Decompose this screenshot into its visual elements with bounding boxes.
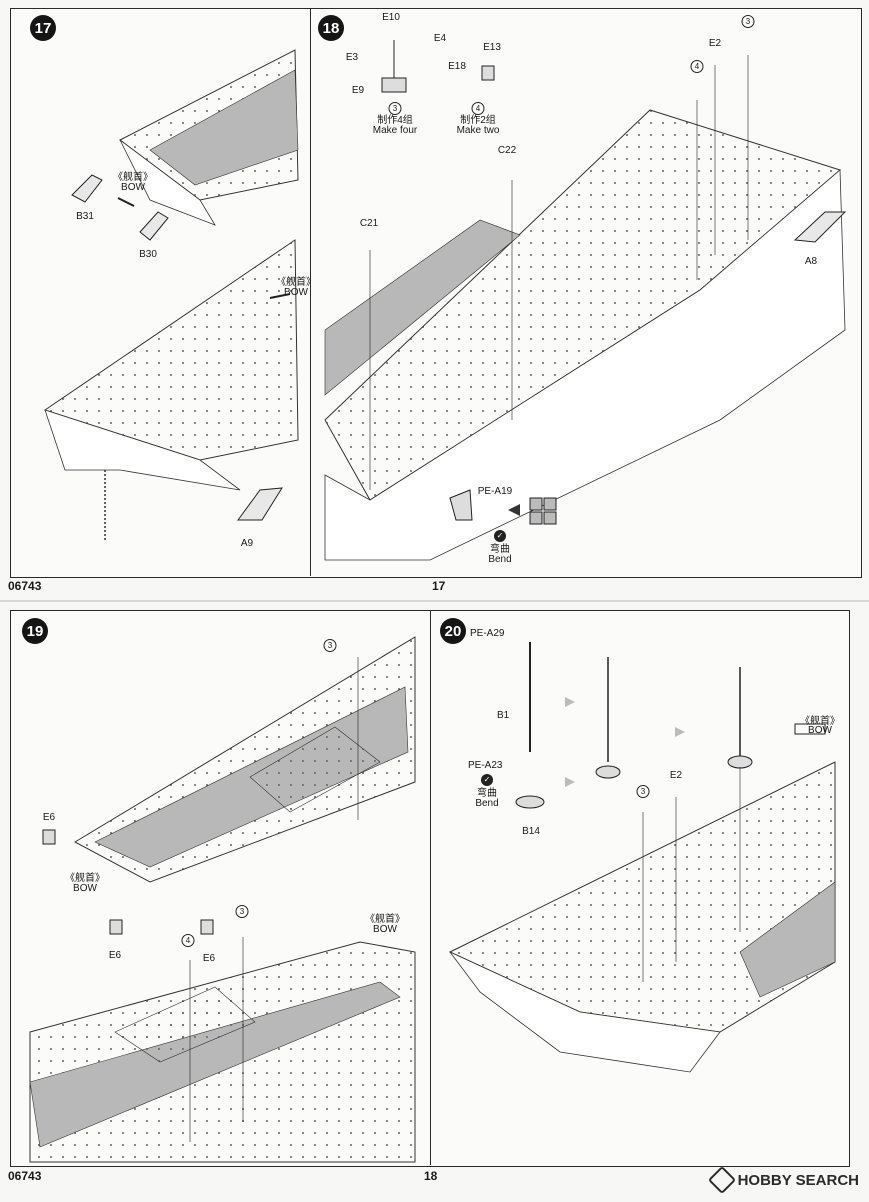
callout-4: 4 — [181, 934, 195, 947]
bend-arrow — [508, 504, 520, 516]
step-20-badge: 20 — [440, 618, 466, 644]
mast-sequence — [515, 642, 753, 809]
part-label-pe-a23: PE-A23 — [468, 760, 503, 771]
subassembly-4-callout: 4 — [471, 102, 485, 115]
part-label-a8: A8 — [804, 256, 818, 267]
part-label-b1: B1 — [497, 710, 510, 721]
step-19-badge: 19 — [22, 618, 48, 644]
bow-arrow — [117, 197, 135, 207]
hobby-search-logo-icon — [707, 1165, 736, 1195]
step19-lower-deck — [29, 941, 416, 1163]
callout-3-step20: 3 — [636, 785, 650, 798]
part-b31 — [71, 174, 103, 203]
part-label-e10: E10 — [382, 12, 400, 23]
step19-upper-deck — [73, 636, 416, 883]
subassembly-3-callout: 3 — [388, 102, 402, 115]
part-label-e2: E2 — [708, 38, 722, 49]
callout-3: 3 — [741, 15, 755, 28]
bow-label-en: BOW — [121, 182, 145, 193]
product-code: 06743 — [8, 1169, 42, 1183]
part-label-pe-a29: PE-A29 — [470, 628, 505, 639]
bow-label-cn-2: 《舰首》 — [276, 277, 316, 288]
make-four-en: Make four — [372, 125, 418, 136]
step-19-20-drawings — [29, 636, 836, 1163]
step20-deck — [448, 761, 836, 1073]
product-code: 06743 — [8, 579, 42, 593]
part-label-b14: B14 — [522, 826, 540, 837]
part-a8 — [793, 211, 847, 243]
make-four-cn: 制作4组 — [377, 115, 413, 126]
part-label-e2-step20: E2 — [669, 770, 683, 781]
part-label-e6-upper: E6 — [42, 812, 56, 823]
bow-label-cn-step20: 《舰首》 — [800, 716, 840, 727]
part-label-c21: C21 — [359, 218, 379, 229]
part-label-e13: E13 — [483, 42, 501, 53]
bow-arrow-box — [794, 723, 826, 735]
part-pe-a19 — [449, 489, 473, 521]
bend-icon: ✓ — [494, 530, 506, 542]
page-number: 17 — [432, 579, 446, 593]
part-label-e6-right: E6 — [202, 953, 216, 964]
part-label-a9: A9 — [240, 538, 254, 549]
instruction-page-18: 19 3 E6 《舰首》 BOW E6 E6 4 3 《舰首》 BOW 20 P… — [0, 600, 869, 1202]
part-label-c22: C22 — [497, 145, 517, 156]
step18-deck — [324, 109, 846, 561]
part-label-pe-a19: PE-A19 — [477, 486, 513, 497]
callout-3-bottom: 3 — [235, 905, 249, 918]
part-label-e3: E3 — [345, 52, 359, 63]
part-label-e9: E9 — [351, 85, 365, 96]
bow-label-en-step20: BOW — [808, 725, 832, 736]
part-e9-assembly — [381, 40, 407, 93]
bend-label-cn: 弯曲 — [477, 788, 497, 799]
panel-divider — [310, 8, 311, 576]
bow-label-en-2: BOW — [284, 287, 308, 298]
bend-label-cn: 弯曲 — [490, 544, 510, 555]
watermark-text: HOBBY SEARCH — [737, 1171, 859, 1189]
part-label-e6-left: E6 — [108, 950, 122, 961]
panel-divider — [430, 610, 431, 1165]
bow-label-cn: 《舰首》 — [113, 172, 153, 183]
bow-label-cn: 《舰首》 — [65, 873, 105, 884]
part-e6-left — [109, 919, 123, 935]
part-label-b31: B31 — [76, 211, 94, 222]
hobby-search-watermark: HOBBY SEARCH — [707, 1165, 859, 1195]
page-number: 18 — [424, 1169, 438, 1183]
part-e6-upper — [42, 829, 56, 845]
instruction-page-17: 17 《舰首》 BOW B31 B30 《舰首》 BOW A9 18 E10 E… — [0, 0, 869, 600]
step-18-badge: 18 — [318, 15, 344, 41]
part-label-e18: E18 — [448, 61, 466, 72]
step-17-18-drawings — [43, 40, 847, 561]
part-label-e4: E4 — [433, 33, 447, 44]
etched-part-pe-a19 — [529, 497, 557, 525]
part-e6-right — [200, 919, 214, 935]
step17-upper-deck — [119, 49, 299, 226]
bow-label-en: BOW — [73, 883, 97, 894]
callout-3-top: 3 — [323, 639, 337, 652]
bow-label-cn-2: 《舰首》 — [365, 914, 405, 925]
bend-icon: ✓ — [481, 774, 493, 786]
bow-label-en-2: BOW — [373, 924, 397, 935]
step17-lower-deck — [43, 239, 299, 540]
make-two-en: Make two — [456, 125, 500, 136]
part-b30 — [139, 211, 169, 241]
step-17-badge: 17 — [30, 15, 56, 41]
make-two-cn: 制作2组 — [460, 115, 496, 126]
part-a9 — [237, 487, 283, 521]
part-e13-assembly — [481, 65, 495, 81]
callout-4: 4 — [690, 60, 704, 73]
bend-label-en: Bend — [488, 554, 512, 565]
part-label-b30: B30 — [139, 249, 157, 260]
bow-arrow-2 — [269, 293, 291, 299]
bend-label-en: Bend — [475, 798, 499, 809]
